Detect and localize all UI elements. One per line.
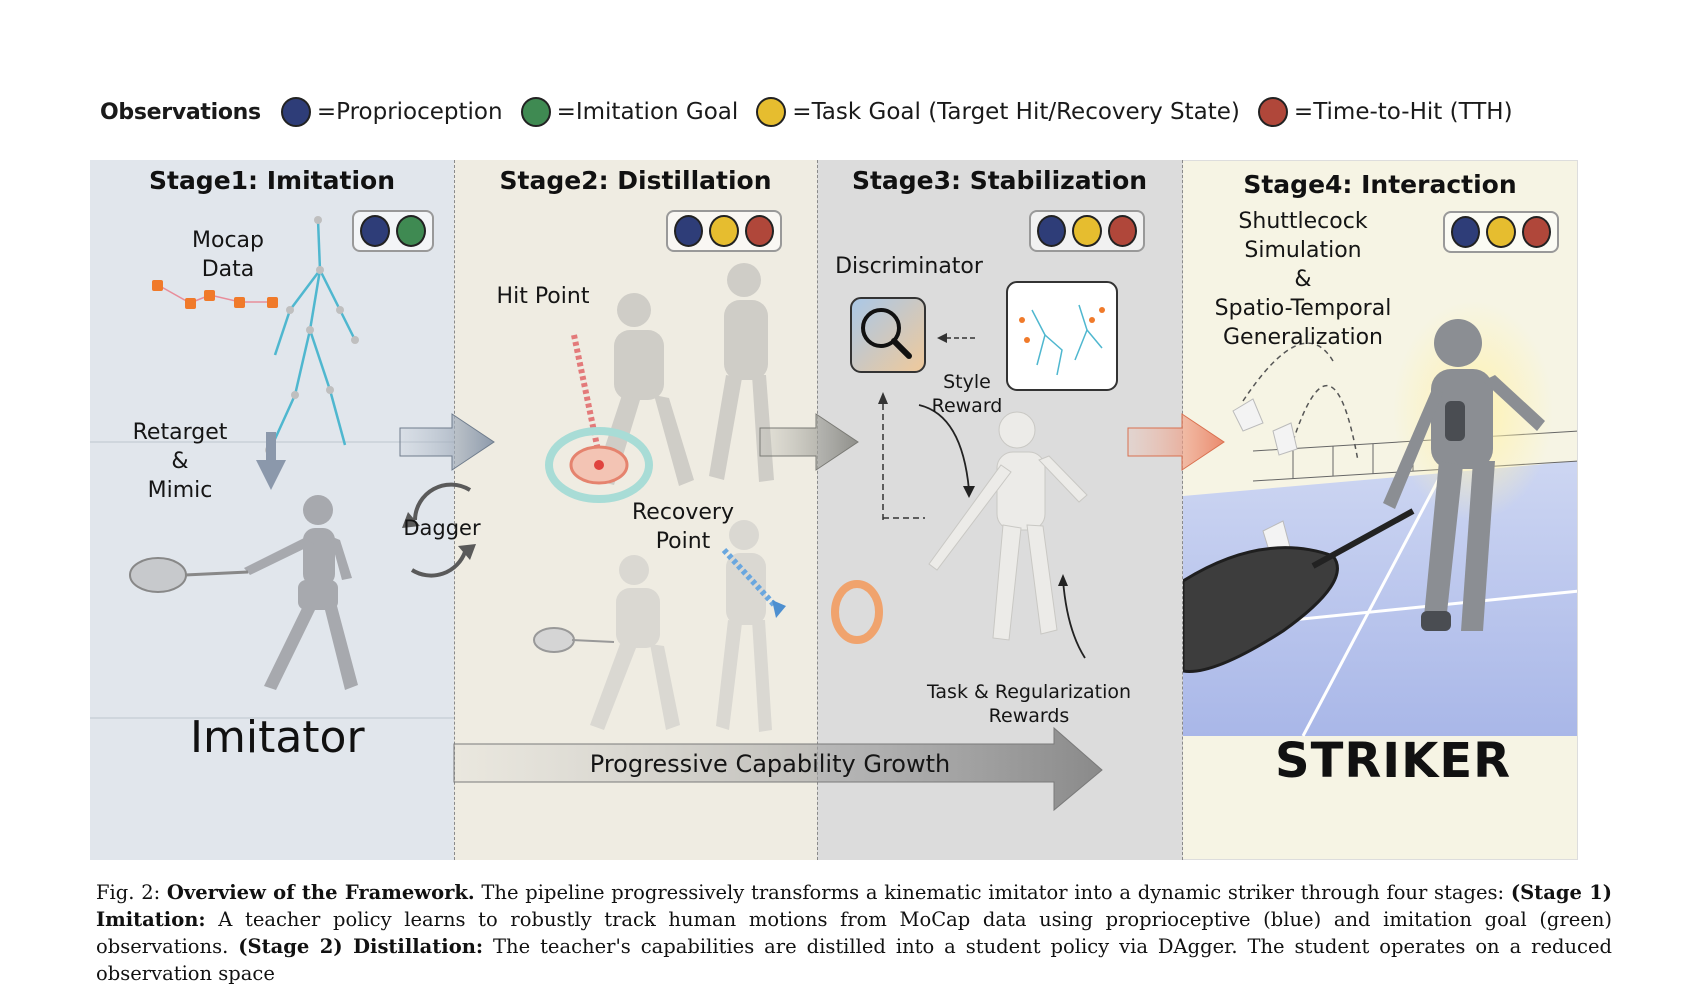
legend-label: =Imitation Goal (556, 99, 739, 125)
retarget-mimic-label: Retarget & Mimic (120, 418, 240, 505)
retarget-line1: Retarget (132, 420, 228, 445)
progressive-capability-label: Progressive Capability Growth (589, 750, 951, 778)
caption-text2: A teacher policy learns to robustly trac… (96, 908, 1612, 958)
caption-text1: The pipeline progressively transforms a … (474, 881, 1511, 904)
legend-label: =Task Goal (Target Hit/Recovery State) (792, 99, 1240, 125)
racket-icon (533, 627, 575, 653)
legend-label: =Time-to-Hit (TTH) (1293, 99, 1513, 125)
legend-entry-task-goal: =Task Goal (Target Hit/Recovery State) (756, 97, 1240, 127)
striker-racket-icon (1183, 546, 1339, 673)
shuttlecock-simulation-label: Shuttlecock Simulation & Spatio-Temporal… (1193, 207, 1413, 352)
proprioception-dot-icon (1037, 215, 1067, 247)
figure-caption: Fig. 2: Overview of the Framework. The p… (96, 879, 1612, 987)
stage2-illustration (533, 263, 786, 732)
recovery-point-label: Recovery Point (618, 498, 748, 556)
proprioception-dot-icon (1451, 216, 1481, 248)
stage2-title: Stage2: Distillation (499, 166, 772, 195)
stage4-panel: Stage4: Interaction (1182, 160, 1578, 860)
mocap-data-label: Mocap Data (168, 226, 288, 284)
caption-bold-stage2: (Stage 2) Distillation: (238, 935, 484, 958)
time-to-hit-dot-icon (1521, 216, 1551, 248)
imitator-humanoid (244, 495, 358, 690)
style-line2: Reward (931, 395, 1003, 417)
stage1-illustration (90, 216, 454, 719)
retarget-line2: & (171, 449, 189, 474)
proprioception-dot-icon (280, 97, 311, 127)
recovery-line2: Point (655, 529, 711, 554)
stage-separator (454, 160, 455, 860)
task-line1: Task & Regularization (926, 681, 1132, 703)
mocap-line2: Data (201, 257, 255, 282)
dagger-label: Dagger (403, 516, 481, 540)
mocap-line1: Mocap (192, 228, 264, 253)
legend-entry-time-to-hit: =Time-to-Hit (TTH) (1257, 97, 1513, 127)
sim-line4: Spatio-Temporal (1214, 296, 1392, 321)
task-goal-dot-icon (756, 97, 787, 127)
framework-figure: Stage1: Imitation (90, 160, 1578, 860)
caption-fig-number: Fig. 2: (96, 881, 167, 904)
caption-bold-stage1: (Stage 1) Imitation: (96, 881, 1612, 931)
time-to-hit-dot-icon (744, 215, 774, 247)
retarget-line3: Mimic (147, 478, 213, 503)
teacher-humanoids-top (594, 263, 774, 486)
legend-entry-imitation-goal: =Imitation Goal (520, 97, 739, 127)
sim-line3: & (1294, 267, 1312, 292)
mocap-markers (152, 280, 278, 309)
task-goal-dot-icon (709, 215, 739, 247)
task-goal-dot-icon (1486, 216, 1516, 248)
mocap-reference-box (1006, 281, 1118, 391)
stage4-title: Stage4: Interaction (1243, 170, 1517, 199)
stage2-observation-box (666, 210, 782, 252)
stage3-title: Stage3: Stabilization (851, 166, 1148, 195)
style-line1: Style (943, 371, 991, 393)
hit-point-label: Hit Point (496, 284, 590, 309)
imitation-goal-dot-icon (520, 97, 551, 127)
stage1-observation-box (352, 210, 434, 252)
stage-separator (1182, 160, 1183, 860)
legend-title: Observations (100, 99, 261, 125)
proprioception-dot-icon (360, 215, 390, 247)
racket-icon (129, 557, 187, 593)
stage3-observation-box (1029, 210, 1145, 252)
sim-line5: Generalization (1223, 325, 1383, 350)
striker-label: STRIKER (1275, 733, 1512, 789)
stage4-observation-box (1443, 211, 1559, 253)
task-regularization-label: Task & Regularization Rewards (909, 680, 1149, 728)
magnifier-icon (861, 308, 901, 348)
racket-icon (831, 580, 883, 644)
observations-legend: Observations =Proprioception =Imitation … (100, 88, 1531, 136)
hit-point-trajectory (571, 334, 604, 466)
stage-separator (817, 160, 818, 860)
student-humanoids-bottom (590, 520, 772, 732)
time-to-hit-dot-icon (1257, 97, 1288, 127)
time-to-hit-dot-icon (1107, 215, 1137, 247)
sim-line2: Simulation (1244, 238, 1362, 263)
sim-line1: Shuttlecock (1238, 209, 1368, 234)
recovery-line1: Recovery (631, 500, 734, 525)
imitator-label: Imitator (190, 712, 365, 763)
mocap-skeleton (268, 219, 357, 451)
retarget-down-arrow-icon (256, 432, 286, 490)
stage3-illustration (831, 281, 1118, 659)
stage1-title: Stage1: Imitation (148, 166, 395, 195)
stage1-panel: Stage1: Imitation (90, 160, 454, 860)
stage4-illustration (1183, 301, 1577, 737)
discriminator-box (850, 297, 926, 373)
task-line2: Rewards (988, 705, 1070, 727)
task-goal-dot-icon (1072, 215, 1102, 247)
legend-label: =Proprioception (316, 99, 503, 125)
imitation-goal-dot-icon (396, 215, 426, 247)
caption-bold-title: Overview of the Framework. (166, 881, 475, 904)
style-reward-label: Style Reward (907, 370, 1027, 418)
student-humanoid (928, 411, 1088, 641)
discriminator-label: Discriminator (835, 254, 983, 279)
proprioception-dot-icon (674, 215, 704, 247)
legend-entry-proprioception: =Proprioception (280, 97, 503, 127)
